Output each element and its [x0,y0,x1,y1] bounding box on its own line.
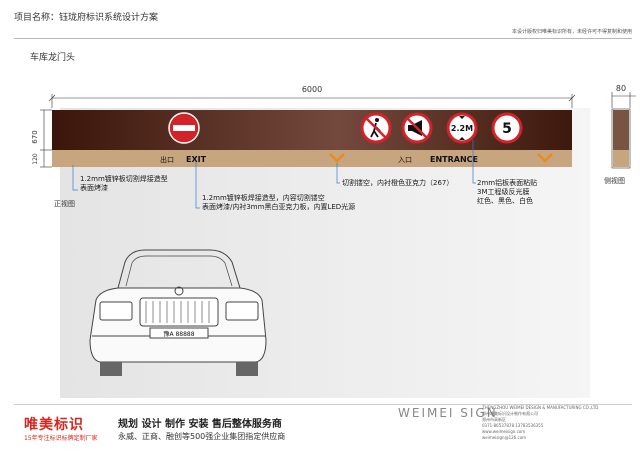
front-view-label: 正视图 [54,200,75,208]
license-plate: 豫A 88888 [163,330,194,338]
callout-3: 切割镂空，内衬橙色亚克力（267） [342,179,454,187]
height-dimension [40,109,52,168]
no-pedestrian-sign-icon [360,112,392,144]
section-title: 车库龙门头 [30,53,76,63]
watermark: WEIMEI SIGN [398,406,498,420]
footer-divider [14,404,632,405]
height-total-label: 670 [31,130,39,143]
chevron-down-icon [537,153,553,163]
footer-slogan: 规划 设计 制作 安装 售后整体服务商 [118,419,282,430]
footer-subslogan: 永威、正商、融创等500强企业集团指定供应商 [118,432,286,441]
speed-limit-text: 5 [502,121,512,137]
side-view [611,92,636,169]
leader-lines [72,140,476,209]
brand-logo: 唯美标识 [24,417,84,433]
contact-block: ZHENGZHOU WEIMEI DESIGN & MANUFACTURING … [482,405,599,440]
no-entry-sign-icon [168,112,200,144]
header-divider [14,38,632,39]
exit-en: EXIT [186,155,207,164]
side-depth-label: 80 [616,84,626,93]
gantry-panel [52,110,572,150]
entrance-cn: 入口 [398,156,412,164]
width-dimension [48,94,576,108]
height-lower-label: 120 [32,153,39,165]
entrance-en: ENTRANCE [430,155,478,164]
no-horn-sign-icon [401,112,433,144]
header: 项目名称：钰珑府标识系统设计方案 本设计版权归唯美标识所有，未经许可不得复制和使… [0,0,640,40]
speed-limit-sign-icon [491,112,523,144]
brand-tagline: 15年专注标识标牌定制厂家 [24,435,98,442]
width-dimension-label: 6000 [302,85,322,94]
chevron-down-icon [329,153,345,163]
exit-cn: 出口 [160,155,174,164]
callout-2: 1.2mm镀锌板焊接造型，内容切割镂空 表面烤漆/内衬3mm黑白亚克力板，内置L… [202,194,356,211]
gantry-band [52,150,572,167]
project-title: 项目名称：钰珑府标识系统设计方案 [14,13,159,23]
height-limit-sign-icon [446,112,478,144]
side-view-label: 侧视图 [604,177,625,185]
car-illustration [89,249,267,376]
callout-1: 1.2mm镀锌板切割焊接造型 表面烤漆 [80,175,168,192]
copyright-note: 本设计版权归唯美标识所有，未经许可不得复制和使用 [511,29,632,35]
callout-4: 2mm铝板表面粘贴 3M工程级反光膜 红色、黑色、白色 [477,179,538,205]
height-limit-text: 2.2M [451,124,473,133]
